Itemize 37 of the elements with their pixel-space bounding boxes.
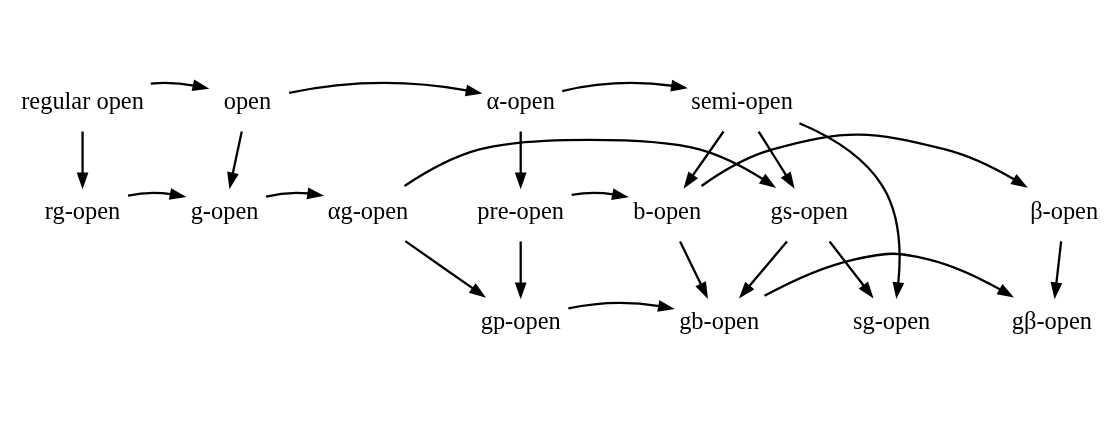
arrow	[404, 239, 487, 298]
node-text: gp-open	[480, 306, 561, 334]
arrow	[683, 130, 725, 189]
arrow	[127, 187, 187, 200]
arrow	[288, 81, 483, 96]
node-text: αg-open	[327, 196, 409, 224]
arrow	[679, 240, 708, 299]
arrow	[738, 240, 788, 298]
arrow	[227, 130, 243, 189]
node-text: gβ-open	[1011, 306, 1093, 334]
arrow	[1050, 240, 1063, 299]
node-text: g-open	[190, 196, 259, 224]
node-text: β-open	[1030, 196, 1099, 224]
arrow	[514, 131, 527, 189]
arrow	[571, 187, 629, 200]
arrow	[757, 130, 795, 189]
arrow	[828, 240, 874, 299]
node-text: rg-open	[44, 196, 121, 224]
node-text: α-open	[486, 86, 555, 114]
node-text: semi-open	[691, 86, 793, 114]
node-text: sg-open	[853, 306, 931, 334]
arrow	[514, 240, 527, 299]
arrow	[561, 79, 688, 92]
arrow	[700, 132, 1028, 188]
arrow	[798, 121, 905, 299]
node-text: pre-open	[477, 196, 565, 224]
node-text: gs-open	[770, 196, 848, 224]
node-text: regular open	[21, 86, 144, 114]
node-text: b-open	[633, 196, 702, 224]
arrow	[568, 299, 675, 312]
arrow	[403, 138, 777, 188]
arrow	[150, 79, 210, 91]
arrow	[76, 131, 89, 189]
arrow	[265, 187, 325, 199]
node-text: open	[223, 86, 272, 114]
node-text: gb-open	[679, 306, 760, 334]
arrow	[763, 252, 1014, 298]
